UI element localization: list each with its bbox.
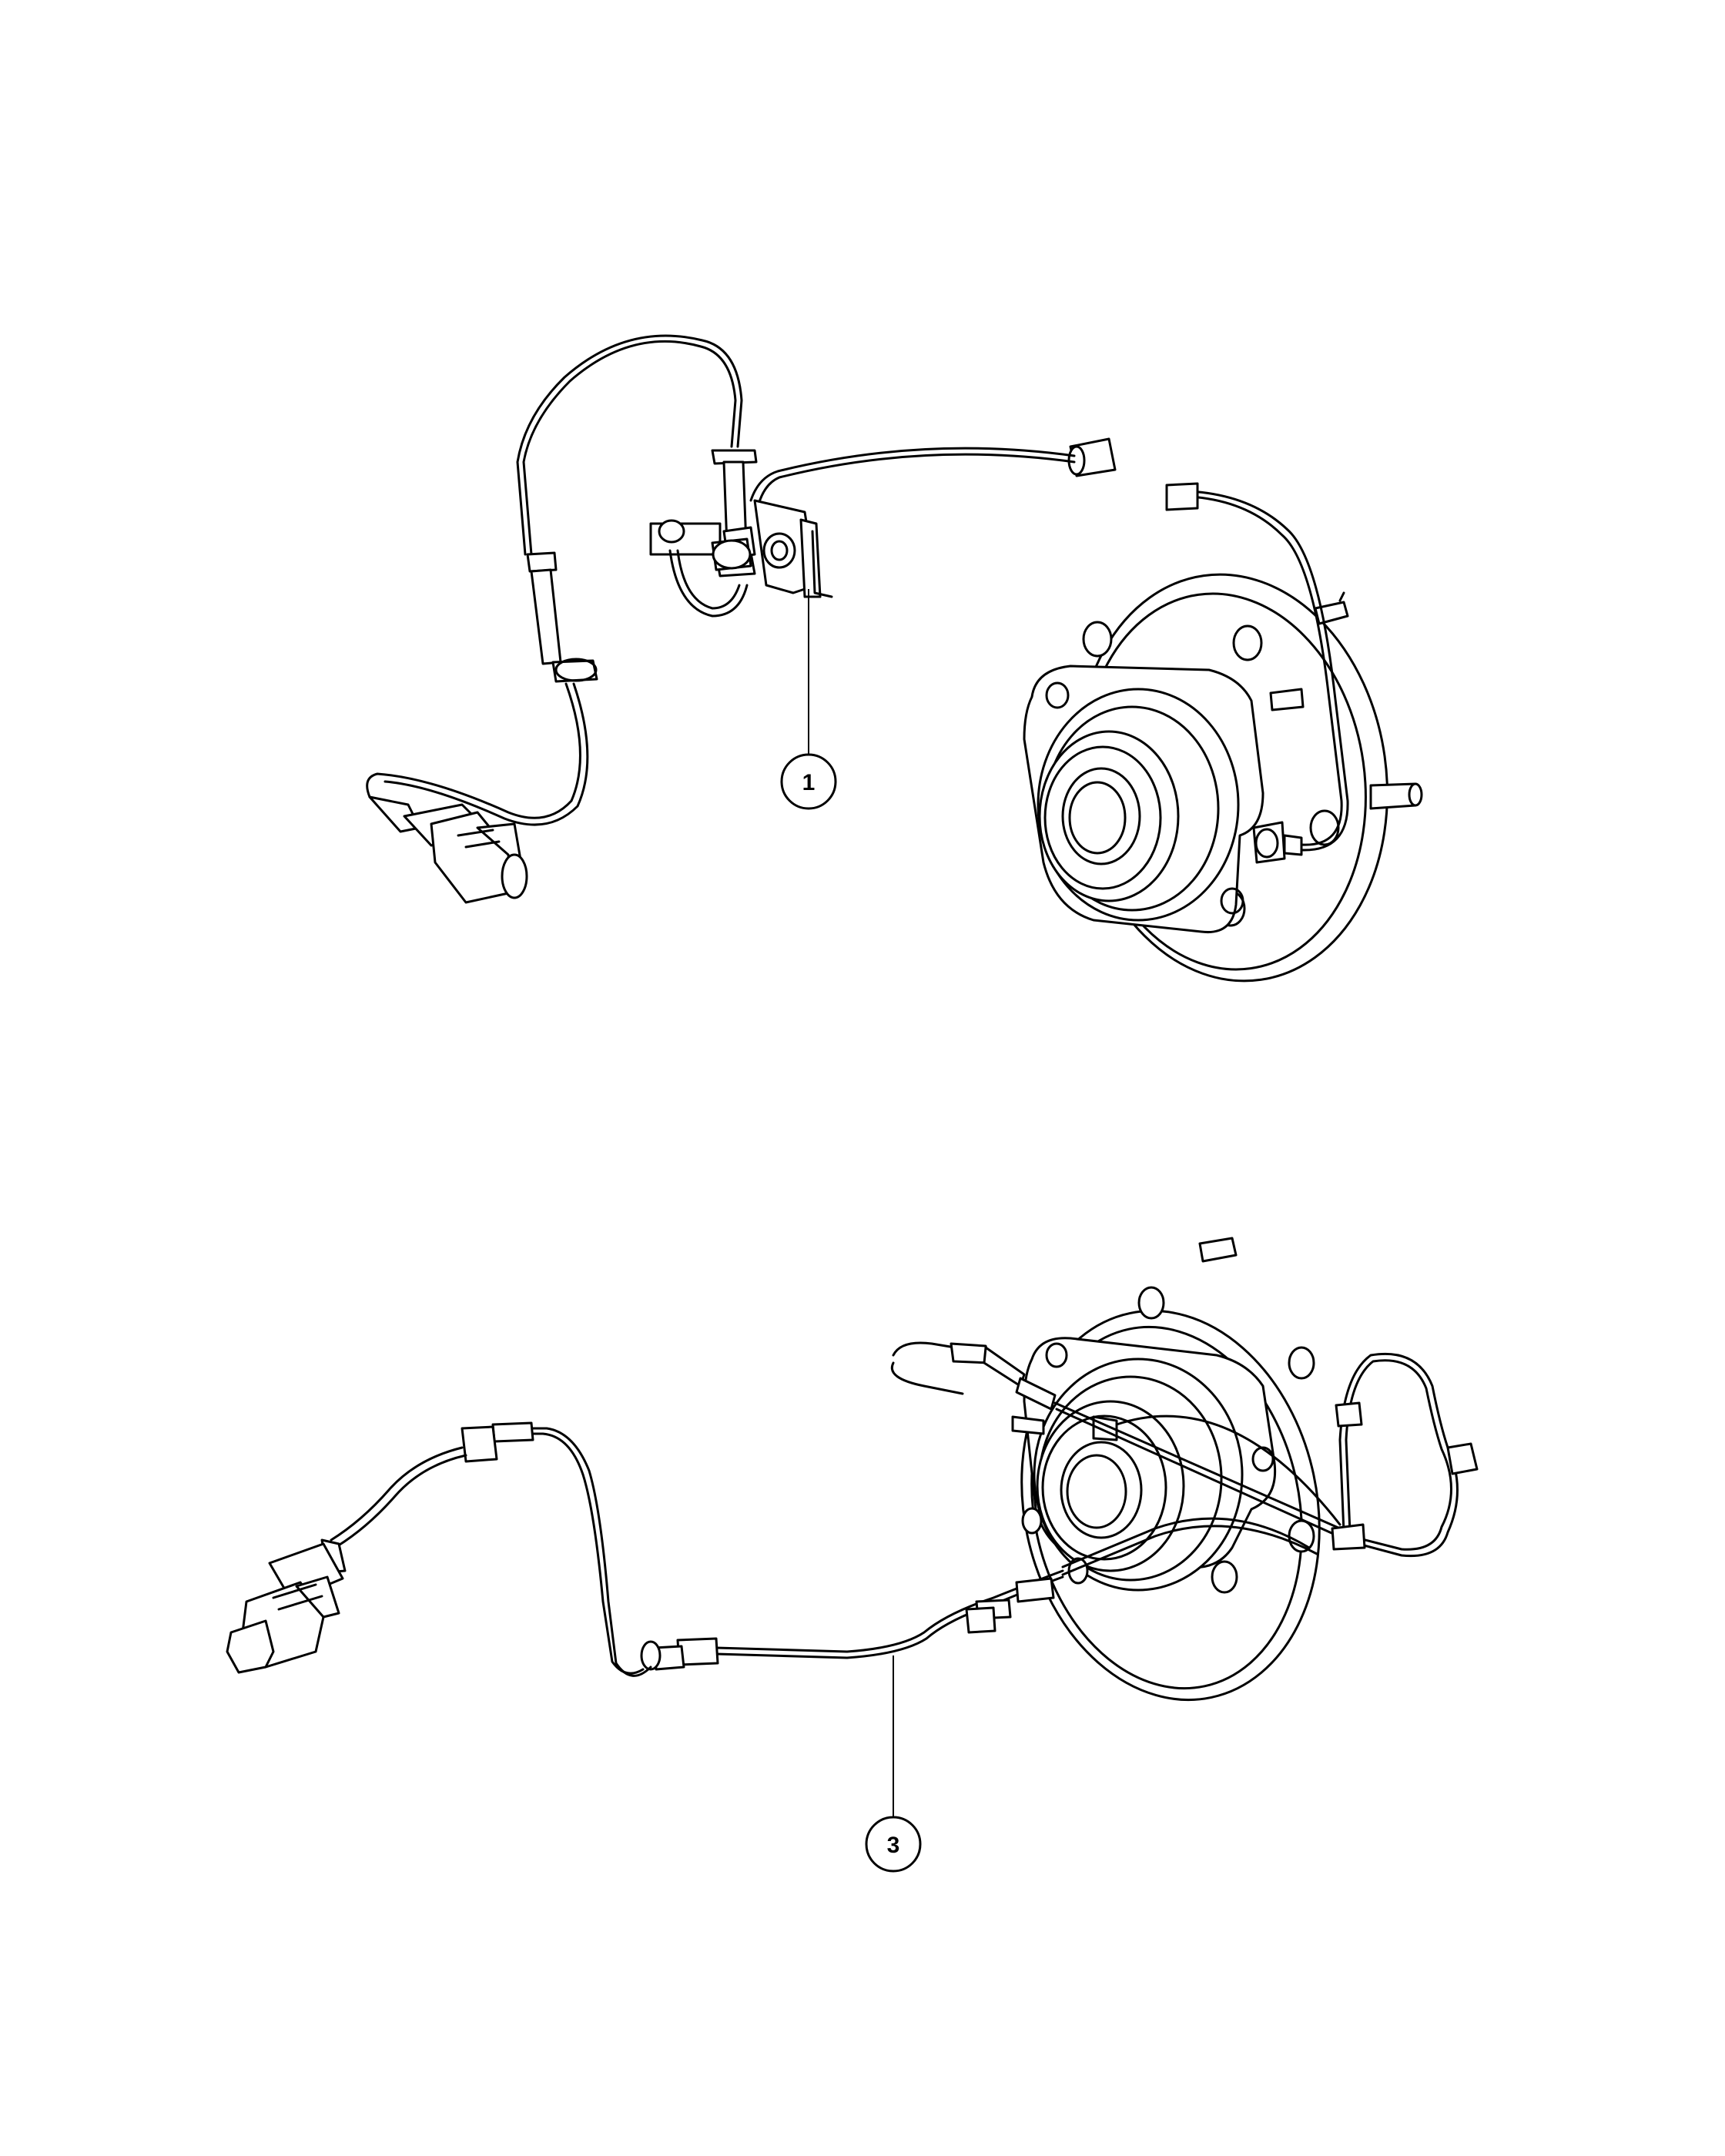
callout-3-label: 3: [887, 1833, 900, 1858]
rear-sensor-connector: [226, 1542, 344, 1674]
upper-hub: [1023, 573, 1423, 983]
front-sensor-assembly: 1: [366, 334, 1423, 983]
front-sensor-connector: [403, 803, 528, 904]
front-sensor-cable: [366, 334, 1349, 904]
callout-3: 3: [865, 1656, 922, 1873]
rear-sensor-cable-hub-side: [891, 1341, 1479, 1576]
rear-sensor-assembly: 3: [226, 1237, 1479, 1873]
callout-1: 1: [780, 589, 837, 810]
front-sensor-bracket: [649, 499, 833, 618]
lower-hub: [1020, 1237, 1321, 1702]
rear-sensor-cable: [320, 1421, 1064, 1677]
callout-1-label: 1: [802, 770, 816, 795]
